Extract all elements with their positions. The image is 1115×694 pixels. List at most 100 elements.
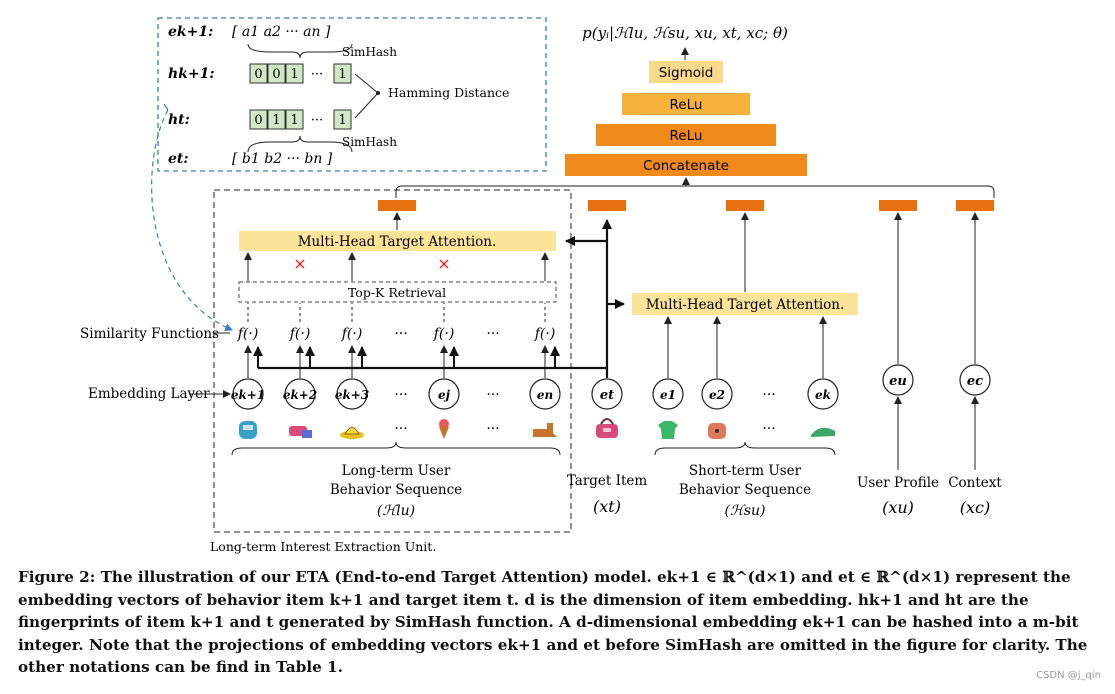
- long-term-brace: [231, 441, 561, 456]
- user-profile-label: User Profile: [857, 475, 939, 491]
- simhash-link-curve: [151, 109, 233, 331]
- target-item-label: Target Item: [567, 473, 648, 489]
- target-feature-block: [588, 200, 626, 211]
- short-item-icon: [811, 427, 835, 437]
- behavior-item-icon: [289, 426, 312, 438]
- icon-ellipsis: ···: [486, 421, 499, 437]
- short-term-attention-box: [632, 293, 858, 315]
- user-profile-node: [882, 364, 914, 396]
- behavior-item-icon: [533, 423, 557, 437]
- node-ellipsis: ···: [762, 387, 775, 403]
- user-profile-feature-block: [879, 200, 917, 211]
- concatenate-layer: [565, 154, 807, 176]
- similarity-function: f(·): [534, 326, 556, 342]
- behavior-item-icon: [439, 419, 449, 439]
- long-term-attention-label: Multi-Head Target Attention.: [298, 234, 497, 250]
- behavior-node-label: ej: [438, 388, 451, 402]
- long-term-title-line1: Long-term User: [342, 463, 451, 479]
- user-profile-node-label: eu: [889, 374, 907, 389]
- behavior-embedding-node: [232, 378, 264, 410]
- sigmoid-layer: [649, 61, 723, 83]
- short-term-title-line2: Behavior Sequence: [679, 482, 811, 498]
- e-t-label: et:: [168, 151, 189, 167]
- bit-cell: [285, 63, 304, 84]
- short-term-feature-block: [726, 200, 764, 211]
- similarity-functions-label: Similarity Functions: [80, 326, 219, 342]
- simhash-link-tip: [163, 103, 169, 111]
- short-embedding-node: [701, 378, 733, 410]
- bit-value: 1: [338, 67, 346, 82]
- target-item-symbol: (xt): [593, 497, 621, 516]
- behavior-node-label: en: [537, 388, 553, 402]
- long-term-columns: f(·) ek+1 f(·) ek+2 f(·) ek+3 ··· ··· ··· f(·) ej ·…: [231, 252, 561, 439]
- bit-cell: [249, 109, 268, 130]
- behavior-embedding-node: [284, 378, 316, 410]
- behavior-embedding-node: [529, 378, 561, 410]
- short-node-label: e2: [709, 388, 725, 402]
- hamming-connector: [354, 73, 379, 119]
- similarity-function: f(·): [341, 326, 363, 342]
- simhash-brace-bottom: [247, 135, 353, 153]
- short-node-label: ek: [815, 388, 831, 402]
- bit-value: 1: [290, 113, 298, 128]
- bit-ellipsis: ···: [311, 113, 323, 128]
- relu-layer-1: [622, 93, 750, 115]
- behavior-node-label: ek+2: [283, 388, 317, 402]
- behavior-node-label: ek+1: [231, 388, 265, 402]
- behavior-embedding-node: [428, 378, 460, 410]
- long-term-symbol: (ℋlu): [377, 503, 415, 519]
- short-node-label: e1: [660, 388, 676, 402]
- hamming-distance-label: Hamming Distance: [388, 85, 509, 100]
- behavior-embedding-node: [336, 378, 368, 410]
- bit-value: 0: [272, 67, 280, 82]
- simhash-brace-top: [247, 43, 353, 59]
- node-ellipsis: ···: [486, 387, 499, 403]
- output-probability: p(yᵢ|ℋlu, ℋsu, xu, xt, xc; θ): [582, 24, 788, 42]
- e-t-vector: [ b1 b2 ··· bn ]: [232, 151, 333, 167]
- bit-cell: [333, 109, 352, 130]
- long-term-title-line2: Behavior Sequence: [330, 482, 462, 498]
- context-node-label: ec: [967, 374, 983, 389]
- simhash-bottom-label: SimHash: [342, 135, 397, 149]
- bit-ellipsis: ···: [311, 67, 323, 82]
- relu-label-1: ReLu: [670, 97, 703, 113]
- target-embedding-node: [591, 378, 623, 410]
- bit-cell: [267, 109, 286, 130]
- user-profile-symbol: (xu): [882, 498, 914, 517]
- dropped-cross-icon: [295, 259, 305, 269]
- simhash-panel: [157, 17, 547, 172]
- short-embedding-node: [652, 378, 684, 410]
- bit-value: 0: [254, 67, 262, 82]
- context-label: Context: [948, 475, 1002, 491]
- context-feature-block: [956, 200, 994, 211]
- short-term-brace: [654, 441, 836, 456]
- similarity-function: f(·): [433, 326, 455, 342]
- target-item-bag-icon: [596, 418, 618, 438]
- dropped-cross-icon: [439, 259, 449, 269]
- figure-caption: Figure 2: The illustration of our ETA (E…: [18, 568, 1088, 676]
- long-term-unit-label: Long-term Interest Extraction Unit.: [210, 539, 436, 554]
- short-item-icon: [708, 423, 726, 439]
- similarity-function: f(·): [237, 326, 259, 342]
- bit-value: 1: [272, 113, 280, 128]
- short-term-symbol: (ℋsu): [725, 503, 766, 519]
- sigmoid-label: Sigmoid: [659, 65, 714, 81]
- behavior-item-icon: [340, 427, 364, 439]
- bit-value: 1: [338, 113, 346, 128]
- bit-cell: [267, 63, 286, 84]
- target-node-label: et: [600, 388, 614, 403]
- behavior-node-label: ek+3: [335, 388, 369, 402]
- e-k1-label: ek+1:: [168, 24, 213, 40]
- context-node: [959, 364, 991, 396]
- watermark: CSDN @j_qin: [1036, 670, 1101, 681]
- icon-ellipsis: ···: [394, 421, 407, 437]
- behavior-item-icon: [239, 421, 257, 439]
- bit-cell: [285, 109, 304, 130]
- short-term-title-line1: Short-term User: [689, 463, 802, 479]
- short-term-attention-label: Multi-Head Target Attention.: [646, 297, 845, 313]
- f-ellipsis: ···: [394, 326, 407, 342]
- simhash-top-label: SimHash: [342, 45, 397, 59]
